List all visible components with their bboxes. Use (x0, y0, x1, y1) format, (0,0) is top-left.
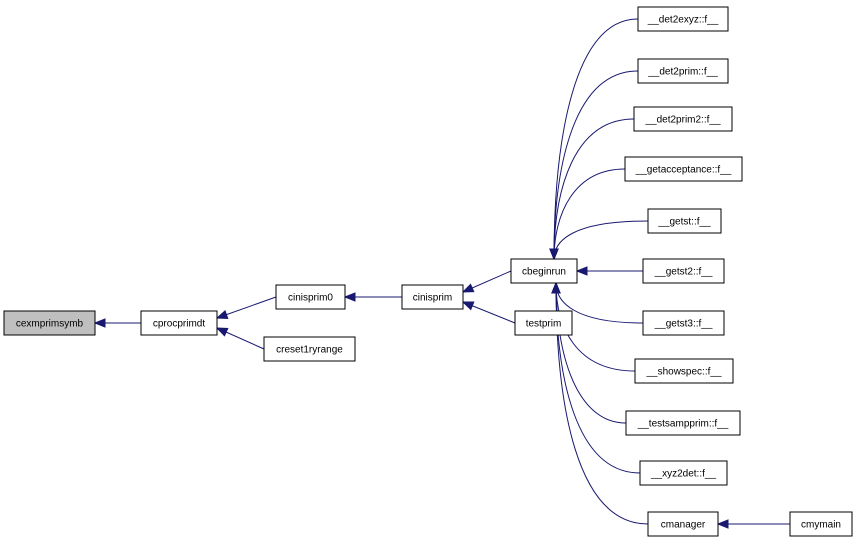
edge-line (553, 18, 639, 260)
edge-getst-to-cbeginrun (549, 220, 649, 261)
node-label: __getst3::f__ (654, 319, 713, 330)
edge-cmymain-to-cmanager (716, 519, 790, 529)
edge-arrowhead (551, 281, 561, 294)
node-box (275, 284, 346, 310)
node-box (789, 511, 853, 537)
node-testprim[interactable]: testprim (514, 310, 573, 336)
node-det2prim[interactable]: __det2prim::f__ (637, 58, 729, 84)
node-label: __testsampprim::f__ (637, 419, 729, 430)
edge-line (553, 118, 635, 260)
node-cprocprimdt[interactable]: cprocprimdt (140, 310, 218, 336)
edge-line (555, 282, 627, 424)
node-showspec[interactable]: __showspec::f__ (634, 358, 734, 384)
node-box (625, 410, 741, 436)
node-label: testprim (526, 319, 562, 330)
node-label: __det2prim2::f__ (644, 115, 720, 126)
edge-testprim-to-cinisprim (461, 301, 516, 324)
edge-arrowhead (549, 248, 559, 261)
node-label: cinisprim (413, 293, 452, 304)
node-box (3, 310, 96, 336)
edge-arrowhead (215, 310, 229, 319)
edge-line (553, 70, 639, 260)
node-box (401, 284, 464, 310)
edge-cbeginrun-to-cinisprim (461, 270, 512, 293)
edge-det2exyz-to-cbeginrun (549, 18, 639, 261)
node-label: cmanager (661, 520, 706, 531)
node-cinisprim0[interactable]: cinisprim0 (275, 284, 346, 310)
node-label: __xyz2det::f__ (650, 469, 716, 480)
edge-arrowhead (93, 318, 106, 328)
node-getst[interactable]: __getst::f__ (647, 208, 722, 234)
edge-arrowhead (716, 519, 729, 529)
edge-line (555, 282, 636, 372)
node-box (639, 460, 728, 486)
node-det2prim2[interactable]: __det2prim2::f__ (633, 106, 733, 132)
node-label: __det2exyz::f__ (647, 15, 719, 26)
edge-getst2-to-cbeginrun (575, 266, 643, 276)
node-getst3[interactable]: __getst3::f__ (642, 310, 725, 336)
node-label: creset1ryrange (276, 345, 343, 356)
node-cmymain[interactable]: cmymain (789, 511, 853, 537)
node-box (510, 258, 578, 284)
edge-testsampprim-to-cbeginrun (551, 281, 627, 424)
edge-arrowhead (215, 327, 229, 337)
node-cinisprim[interactable]: cinisprim (401, 284, 464, 310)
node-box (637, 6, 729, 32)
node-det2exyz[interactable]: __det2exyz::f__ (637, 6, 729, 32)
node-cexmprimsymb[interactable]: cexmprimsymb (3, 310, 96, 336)
node-getst2[interactable]: __getst2::f__ (642, 258, 725, 284)
node-label: __showspec::f__ (645, 367, 721, 378)
edge-cprocprimdt-to-cexmprimsymb (93, 318, 141, 328)
node-label: __getst2::f__ (654, 267, 713, 278)
node-box (642, 310, 725, 336)
edge-arrowhead (461, 301, 475, 311)
edge-line (553, 220, 649, 260)
node-label: cexmprimsymb (16, 319, 84, 330)
node-label: __getacceptance::f__ (635, 165, 732, 176)
node-box (634, 358, 734, 384)
node-box (637, 58, 729, 84)
node-label: __det2prim::f__ (647, 67, 718, 78)
node-box (633, 106, 733, 132)
node-label: cprocprimdt (153, 319, 205, 330)
node-label: cinisprim0 (288, 293, 333, 304)
node-label: __getst::f__ (657, 217, 711, 228)
node-cmanager[interactable]: cmanager (647, 511, 719, 537)
node-cbeginrun[interactable]: cbeginrun (510, 258, 578, 284)
edge-det2prim2-to-cbeginrun (549, 118, 635, 261)
node-box (647, 511, 719, 537)
node-label: cmymain (801, 520, 841, 531)
node-box (647, 208, 722, 234)
edge-line (553, 168, 626, 260)
edge-cinisprim0-to-cprocprimdt (215, 296, 277, 319)
edge-getacceptance-to-cbeginrun (549, 168, 626, 261)
edge-arrowhead (575, 266, 588, 276)
node-getacceptance[interactable]: __getacceptance::f__ (624, 156, 743, 182)
edge-arrowhead (461, 283, 475, 293)
edge-creset1ryrange-to-cprocprimdt (215, 327, 265, 350)
edge-arrowhead (343, 292, 356, 302)
node-testsampprim[interactable]: __testsampprim::f__ (625, 410, 741, 436)
node-box (624, 156, 743, 182)
node-box (140, 310, 218, 336)
node-box (642, 258, 725, 284)
node-label: cbeginrun (522, 267, 566, 278)
node-xyz2det[interactable]: __xyz2det::f__ (639, 460, 728, 486)
node-box (514, 310, 573, 336)
edge-cinisprim-to-cinisprim0 (343, 292, 402, 302)
node-box (263, 336, 356, 362)
node-creset1ryrange[interactable]: creset1ryrange (263, 336, 356, 362)
